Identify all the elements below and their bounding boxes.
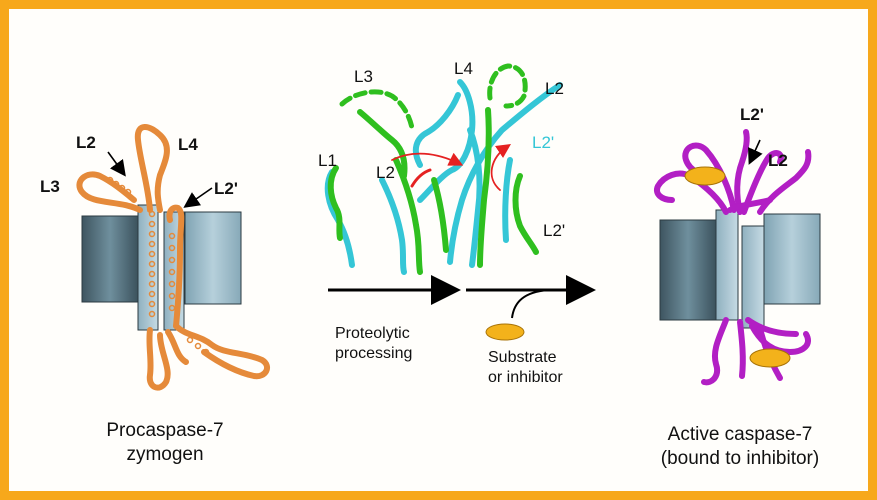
zymogen-label-l2: L2	[76, 133, 96, 152]
l2-pointer-arrow	[107, 151, 126, 177]
loop-l4	[134, 124, 170, 213]
active-label-l2prime: L2'	[740, 105, 764, 124]
zymogen-beads	[106, 176, 210, 356]
l2prime-pointer-arrow	[183, 187, 213, 208]
active-l2-pointer-arrow	[748, 139, 763, 165]
active-caspase-illustration: L2' L2 Active caspase-7 (bound to inhibi…	[654, 105, 821, 469]
red-arrow-l2prime-shift	[490, 144, 511, 191]
loop-bottom-left	[146, 327, 171, 391]
loop-bottom-mid	[165, 329, 189, 365]
active-caption-line2: (bound to inhibitor)	[661, 448, 819, 469]
active-label-l2: L2	[768, 151, 788, 170]
right-domain-dark	[659, 219, 717, 321]
l4-dashed-loop	[487, 63, 528, 109]
step1-line1: Proteolytic	[335, 325, 410, 342]
step1-line2: processing	[335, 345, 412, 362]
substrate-ligand-icon	[485, 323, 525, 341]
zymogen-label-l4: L4	[178, 135, 198, 154]
center-label-l2-left: L2	[376, 163, 395, 182]
inhibitor-bottom-icon	[749, 348, 791, 368]
zymogen-caption-line1: Procaspase-7	[106, 420, 223, 441]
loop-rearrangement-illustration: L3 L4 L2 L2' L1 L2 L2' Proteolytic proce…	[318, 59, 596, 386]
center-label-l3: L3	[354, 67, 373, 86]
red-arrow-short	[410, 168, 432, 188]
left-domain-light	[184, 211, 242, 305]
right-domain-light	[763, 213, 821, 305]
loop-bottom-right	[173, 323, 271, 380]
right-center-bar-b	[741, 225, 765, 329]
l3-dashed-loop	[339, 89, 415, 131]
center-label-l2prime-bottom: L2'	[543, 221, 565, 240]
step2-line2: or inhibitor	[488, 369, 563, 386]
ligand-entry-curve	[511, 289, 549, 319]
inhibitor-top-icon	[684, 166, 726, 186]
center-label-l1: L1	[318, 151, 337, 170]
zymogen-illustration: L2 L3 L4 L2' Procaspase-7 zymogen	[40, 124, 271, 465]
loop-l2prime	[166, 204, 185, 329]
left-domain-dark	[81, 215, 139, 303]
center-label-l2prime-top: L2'	[532, 133, 554, 152]
zymogen-label-l3: L3	[40, 177, 60, 196]
zymogen-caption-line2: zymogen	[126, 444, 203, 465]
green-strands	[327, 107, 539, 275]
center-label-l4: L4	[454, 59, 473, 78]
right-center-bar-a	[715, 209, 739, 321]
center-label-l2-top: L2	[545, 79, 564, 98]
red-arrow-l2-shift	[391, 152, 464, 166]
step2-line1: Substrate	[488, 349, 557, 366]
active-caption-line1: Active caspase-7	[668, 424, 813, 445]
zymogen-label-l2prime: L2'	[214, 179, 238, 198]
